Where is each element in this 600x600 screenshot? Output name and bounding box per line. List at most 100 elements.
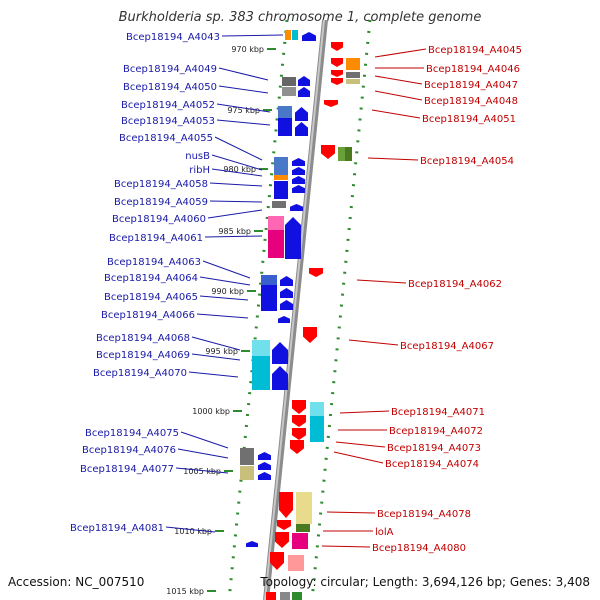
gene-label-reverse[interactable]: Bcep18194_A4048 xyxy=(424,96,518,107)
gene-feature-reverse[interactable] xyxy=(321,145,335,159)
gene-feature-block[interactable] xyxy=(280,592,290,600)
gene-label-forward[interactable]: Bcep18194_A4050 xyxy=(123,82,217,93)
gene-feature-block[interactable] xyxy=(288,555,304,571)
gene-label-forward[interactable]: Bcep18194_A4070 xyxy=(93,368,187,379)
gene-feature-forward[interactable] xyxy=(272,342,288,364)
gene-label-reverse[interactable]: Bcep18194_A4062 xyxy=(408,279,502,290)
gene-feature-reverse[interactable] xyxy=(303,327,317,343)
gene-label-forward[interactable]: Bcep18194_A4075 xyxy=(85,428,179,439)
gene-label-reverse[interactable]: Bcep18194_A4067 xyxy=(400,341,494,352)
gene-label-forward[interactable]: Bcep18194_A4066 xyxy=(101,310,195,321)
gene-label-forward[interactable]: Bcep18194_A4060 xyxy=(112,214,206,225)
gene-feature-block[interactable] xyxy=(346,79,360,84)
gene-feature-block[interactable] xyxy=(310,402,324,416)
gene-feature-block[interactable] xyxy=(278,106,292,118)
gene-label-forward[interactable]: Bcep18194_A4053 xyxy=(121,116,215,127)
gene-feature-block[interactable] xyxy=(292,592,302,600)
gene-feature-forward[interactable] xyxy=(258,452,271,460)
gene-feature-forward[interactable] xyxy=(280,288,293,298)
gene-label-forward[interactable]: Bcep18194_A4077 xyxy=(80,464,174,475)
gene-feature-reverse[interactable] xyxy=(292,428,306,440)
gene-label-reverse[interactable]: Bcep18194_A4045 xyxy=(428,45,522,56)
gene-label-forward[interactable]: Bcep18194_A4063 xyxy=(107,257,201,268)
gene-feature-block[interactable] xyxy=(268,216,284,230)
gene-label-forward[interactable]: Bcep18194_A4061 xyxy=(109,233,203,244)
gene-feature-block[interactable] xyxy=(282,87,296,96)
gene-feature-forward[interactable] xyxy=(295,122,308,136)
gene-feature-block[interactable] xyxy=(292,533,308,549)
gene-feature-reverse[interactable] xyxy=(270,552,284,570)
gene-feature-reverse[interactable] xyxy=(331,70,343,77)
gene-feature-block[interactable] xyxy=(282,77,296,86)
gene-feature-block[interactable] xyxy=(240,466,254,480)
gene-label-forward[interactable]: Bcep18194_A4052 xyxy=(121,100,215,111)
gene-feature-forward[interactable] xyxy=(280,300,293,310)
gene-label-forward[interactable]: Bcep18194_A4058 xyxy=(114,179,208,190)
gene-feature-forward[interactable] xyxy=(298,87,310,97)
gene-feature-reverse[interactable] xyxy=(292,400,306,414)
gene-label-reverse[interactable]: Bcep18194_A4046 xyxy=(426,64,520,75)
gene-feature-block[interactable] xyxy=(261,275,277,285)
gene-feature-forward[interactable] xyxy=(292,158,305,166)
gene-feature-block[interactable] xyxy=(296,524,310,532)
gene-feature-block[interactable] xyxy=(266,592,276,600)
gene-feature-reverse[interactable] xyxy=(331,42,343,51)
gene-label-forward[interactable]: Bcep18194_A4069 xyxy=(96,350,190,361)
gene-feature-forward[interactable] xyxy=(290,204,303,211)
gene-feature-reverse[interactable] xyxy=(279,492,293,518)
gene-label-reverse[interactable]: Bcep18194_A4047 xyxy=(424,80,518,91)
gene-feature-forward[interactable] xyxy=(295,107,308,121)
gene-label-forward[interactable]: Bcep18194_A4049 xyxy=(123,64,217,75)
gene-feature-block[interactable] xyxy=(272,201,286,208)
gene-label-reverse[interactable]: Bcep18194_A4080 xyxy=(372,543,466,554)
gene-feature-block[interactable] xyxy=(292,30,298,40)
gene-feature-block[interactable] xyxy=(346,58,360,70)
gene-feature-reverse[interactable] xyxy=(275,532,289,548)
gene-feature-block[interactable] xyxy=(338,147,345,161)
gene-label-forward[interactable]: Bcep18194_A4081 xyxy=(70,523,164,534)
gene-label-forward[interactable]: Bcep18194_A4068 xyxy=(96,333,190,344)
gene-label-forward[interactable]: Bcep18194_A4064 xyxy=(104,273,198,284)
gene-label-reverse[interactable]: Bcep18194_A4051 xyxy=(422,114,516,125)
gene-feature-forward[interactable] xyxy=(292,176,305,184)
gene-feature-block[interactable] xyxy=(240,448,254,465)
gene-feature-reverse[interactable] xyxy=(331,78,343,85)
gene-label-forward[interactable]: Bcep18194_A4055 xyxy=(119,133,213,144)
gene-feature-forward[interactable] xyxy=(292,167,305,175)
gene-feature-forward[interactable] xyxy=(298,76,310,86)
gene-feature-forward[interactable] xyxy=(246,541,258,547)
gene-feature-reverse[interactable] xyxy=(292,415,306,427)
gene-label-reverse[interactable]: Bcep18194_A4074 xyxy=(385,459,479,470)
gene-feature-forward[interactable] xyxy=(292,185,305,193)
gene-feature-reverse[interactable] xyxy=(309,268,323,277)
gene-label-reverse[interactable]: Bcep18194_A4078 xyxy=(377,509,471,520)
gene-feature-block[interactable] xyxy=(296,492,312,524)
gene-feature-block[interactable] xyxy=(274,157,288,175)
gene-label-reverse[interactable]: lolA xyxy=(375,527,394,538)
gene-feature-forward[interactable] xyxy=(302,32,316,41)
gene-feature-block[interactable] xyxy=(274,181,288,199)
gene-label-forward[interactable]: Bcep18194_A4043 xyxy=(126,32,220,43)
gene-label-forward[interactable]: ribH xyxy=(189,165,210,176)
gene-feature-reverse[interactable] xyxy=(324,100,338,107)
gene-feature-block[interactable] xyxy=(274,175,288,180)
gene-feature-forward[interactable] xyxy=(280,276,293,286)
gene-label-forward[interactable]: Bcep18194_A4065 xyxy=(104,292,198,303)
gene-feature-block[interactable] xyxy=(346,72,360,78)
gene-label-reverse[interactable]: Bcep18194_A4071 xyxy=(391,407,485,418)
gene-feature-forward[interactable] xyxy=(258,462,271,470)
gene-label-reverse[interactable]: Bcep18194_A4072 xyxy=(389,426,483,437)
gene-feature-reverse[interactable] xyxy=(290,440,304,454)
gene-feature-block[interactable] xyxy=(285,30,291,40)
gene-label-reverse[interactable]: Bcep18194_A4073 xyxy=(387,443,481,454)
gene-feature-block[interactable] xyxy=(252,340,270,356)
gene-label-forward[interactable]: nusB xyxy=(185,151,210,162)
gene-feature-forward[interactable] xyxy=(278,316,290,323)
gene-feature-forward[interactable] xyxy=(272,366,288,390)
gene-label-reverse[interactable]: Bcep18194_A4054 xyxy=(420,156,514,167)
gene-label-forward[interactable]: Bcep18194_A4059 xyxy=(114,197,208,208)
gene-feature-forward[interactable] xyxy=(285,217,301,259)
gene-label-forward[interactable]: Bcep18194_A4076 xyxy=(82,445,176,456)
gene-feature-forward[interactable] xyxy=(258,472,271,480)
gene-feature-reverse[interactable] xyxy=(331,58,343,67)
